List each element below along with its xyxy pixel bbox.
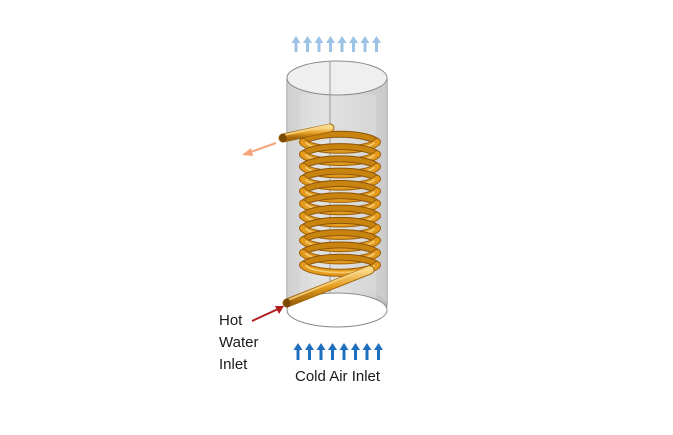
up-arrow-icon: [349, 36, 358, 52]
inlet-arrow-icon: [251, 306, 284, 322]
up-arrow-icon: [339, 343, 349, 360]
up-arrow-icon: [374, 343, 383, 360]
up-arrow-icon: [303, 36, 312, 52]
up-arrow-icon: [291, 36, 301, 52]
up-arrow-icon: [314, 36, 324, 52]
up-arrow-icon: [305, 343, 314, 360]
up-arrow-icon: [293, 343, 303, 360]
up-arrow-icon: [360, 36, 370, 52]
copper-coil: [299, 130, 381, 277]
inlet-tube: [282, 265, 375, 308]
up-arrow-icon: [326, 36, 335, 52]
up-arrow-icon: [362, 343, 372, 360]
hot-water-label-line-2: Water: [219, 334, 259, 351]
hot-water-inlet-label: Hot Water Inlet: [219, 310, 258, 376]
cold-air-inlet-label: Cold Air Inlet: [295, 368, 381, 385]
coil-loop: [299, 155, 381, 179]
up-arrow-icon: [372, 36, 381, 52]
up-arrow-icon: [337, 36, 347, 52]
outlet-arrow-icon: [242, 142, 277, 156]
up-arrow-icon: [316, 343, 326, 360]
outlet-tube: [278, 123, 335, 143]
hot-water-label-line-1: Hot: [219, 312, 243, 329]
hot-water-label-line-3: Inlet: [219, 356, 248, 373]
up-arrow-icon: [328, 343, 337, 360]
inlet-air-arrows-icon: [293, 343, 383, 360]
coil-loop: [299, 204, 381, 228]
outlet-air-arrows-icon: [291, 36, 381, 52]
up-arrow-icon: [351, 343, 360, 360]
